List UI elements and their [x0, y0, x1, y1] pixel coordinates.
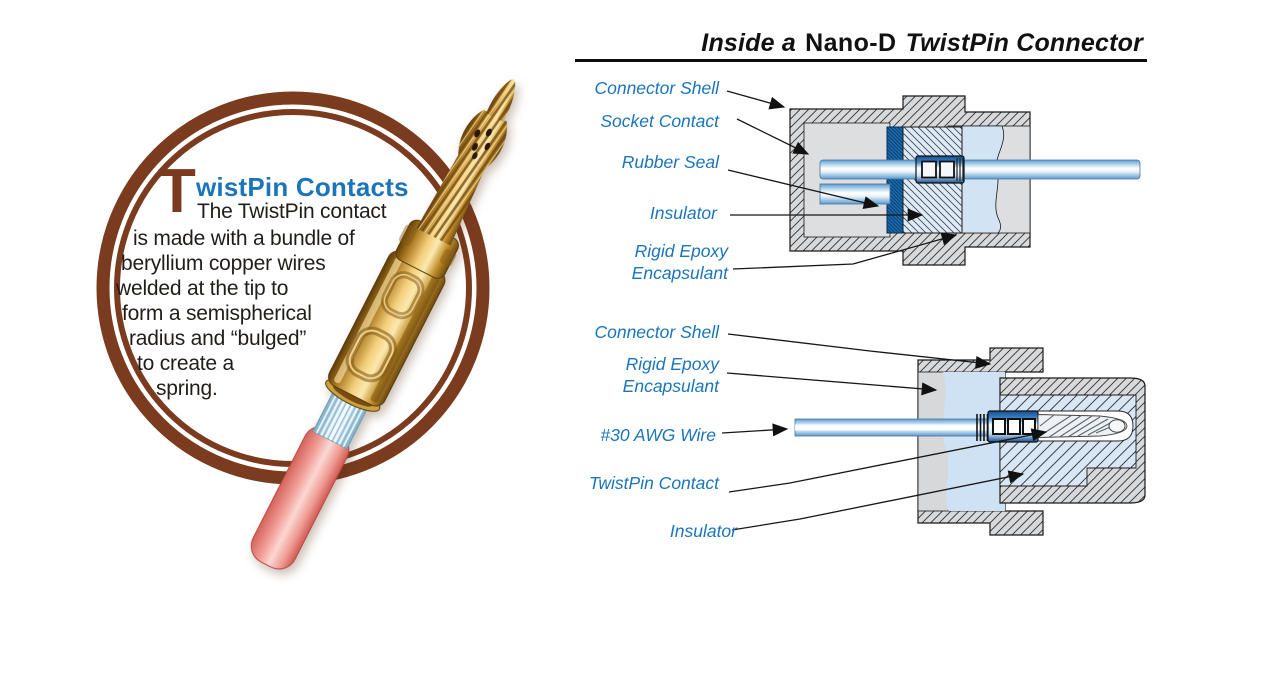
page-title: Inside a Nano-D TwistPin Connector [575, 29, 1147, 58]
label-insulator-top: Insulator [649, 203, 717, 223]
dropcap-t: T [158, 157, 196, 226]
title-prefix: Inside a [701, 29, 796, 57]
leader-lines [721, 90, 1048, 531]
label-rigid-epoxy-bottom-line1: Rigid Epoxy [625, 354, 719, 374]
label-rigid-epoxy-bottom-line2: Encapsulant [622, 376, 719, 396]
label-connector-shell-bottom: Connector Shell [594, 322, 719, 342]
badge-heading: wistPin Contacts [196, 172, 409, 202]
badge-body-line: The TwistPin contact [197, 200, 387, 223]
badge-body-line: spring. [156, 377, 218, 400]
label-twistpin-contact: TwistPin Contact [589, 473, 719, 493]
label-awg-wire: #30 AWG Wire [600, 425, 716, 445]
pin-cross-section [794, 347, 1146, 536]
badge-body-line: to create a [137, 352, 235, 375]
label-connector-shell-top: Connector Shell [594, 78, 719, 98]
badge-body-line: is made with a bundle of [133, 227, 355, 250]
badge-body-line: form a semispherical [122, 302, 312, 325]
label-rigid-epoxy-bottom: Rigid Epoxy Encapsulant [623, 353, 719, 397]
label-socket-contact: Socket Contact [600, 111, 719, 131]
label-insulator-bottom: Insulator [669, 521, 737, 541]
badge-body-line: radius and “bulged” [129, 327, 307, 350]
label-rigid-epoxy-top-line2: Encapsulant [631, 263, 728, 283]
title-suffix: TwistPin Connector [905, 29, 1143, 57]
socket-cross-section [789, 95, 1141, 266]
title-brand: Nano-D [805, 29, 897, 57]
label-rigid-epoxy-top: Rigid Epoxy Encapsulant [632, 240, 728, 284]
badge-body-line: welded at the tip to [116, 277, 289, 300]
title-underline [575, 59, 1147, 62]
label-rigid-epoxy-top-line1: Rigid Epoxy [634, 241, 728, 261]
label-rubber-seal: Rubber Seal [621, 152, 719, 172]
badge-body-line: beryllium copper wires [121, 252, 326, 275]
